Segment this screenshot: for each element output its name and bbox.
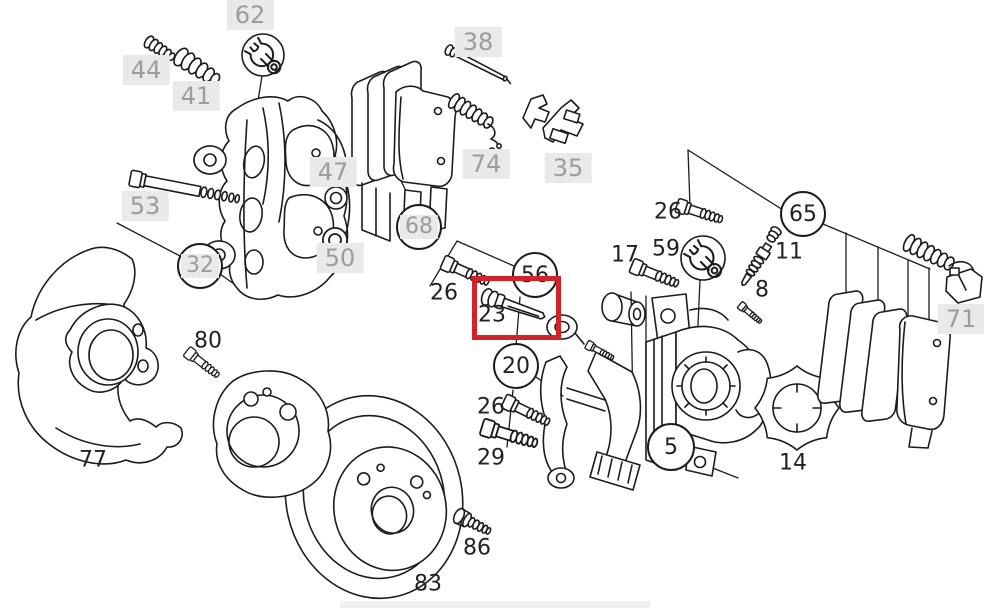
part-label-38[interactable]: 38 — [454, 27, 502, 57]
part-label-53[interactable]: 53 — [121, 191, 169, 221]
part-label-62[interactable]: 62 — [226, 0, 274, 30]
part-label-8[interactable]: 8 — [755, 277, 769, 303]
part-label-47[interactable]: 47 — [309, 157, 357, 187]
part-label-44[interactable]: 44 — [122, 55, 170, 85]
part-label-5[interactable]: 5 — [647, 423, 695, 471]
part-label-11[interactable]: 11 — [775, 239, 803, 265]
part-label-83[interactable]: 83 — [414, 571, 442, 597]
part-label-29[interactable]: 29 — [477, 445, 505, 471]
part-label-26[interactable]: 26 — [654, 199, 682, 225]
selected-part-highlight — [472, 276, 561, 340]
part-label-text: 5 — [664, 434, 678, 460]
part-label-59[interactable]: 59 — [652, 236, 680, 262]
part-label-86[interactable]: 86 — [463, 535, 491, 561]
part-label-26[interactable]: 26 — [430, 280, 458, 306]
wrench-tool-circle-59 — [680, 235, 729, 285]
wheel-hub-drawing — [212, 370, 332, 499]
part-label-71[interactable]: 71 — [937, 304, 984, 334]
part-label-text: 65 — [789, 201, 817, 227]
part-label-50[interactable]: 50 — [316, 243, 364, 273]
part-label-23[interactable]: 23 — [478, 302, 506, 328]
caliper-carrier-drawing — [539, 292, 646, 491]
retaining-clips-35-drawing — [522, 94, 584, 145]
part-label-35[interactable]: 35 — [544, 153, 592, 183]
part-label-text: 32 — [181, 253, 219, 279]
part-label-text: 68 — [400, 214, 438, 240]
part-label-17[interactable]: 17 — [611, 242, 639, 268]
bottom-artifact — [340, 601, 650, 608]
part-label-32[interactable]: 32 — [177, 243, 223, 289]
part-label-56[interactable]: 56 — [512, 252, 558, 298]
part-label-text: 20 — [502, 353, 530, 379]
part-label-14[interactable]: 14 — [779, 450, 807, 476]
part-label-68[interactable]: 68 — [396, 204, 442, 250]
front-caliper-drawing — [193, 95, 351, 300]
part-label-74[interactable]: 74 — [462, 149, 510, 179]
rear-brake-pads-drawing — [815, 287, 951, 449]
part-label-20[interactable]: 20 — [493, 343, 539, 389]
part-label-80[interactable]: 80 — [194, 328, 222, 354]
splash-shield-drawing — [15, 246, 183, 465]
part-label-text: 56 — [521, 262, 549, 288]
wear-sensor-71-drawing — [899, 231, 983, 304]
part-label-26[interactable]: 26 — [477, 394, 505, 420]
wrench-tool-circle-62 — [241, 33, 288, 81]
part-label-41[interactable]: 41 — [172, 81, 220, 111]
part-label-65[interactable]: 65 — [780, 191, 826, 237]
part-label-77[interactable]: 77 — [79, 447, 107, 473]
